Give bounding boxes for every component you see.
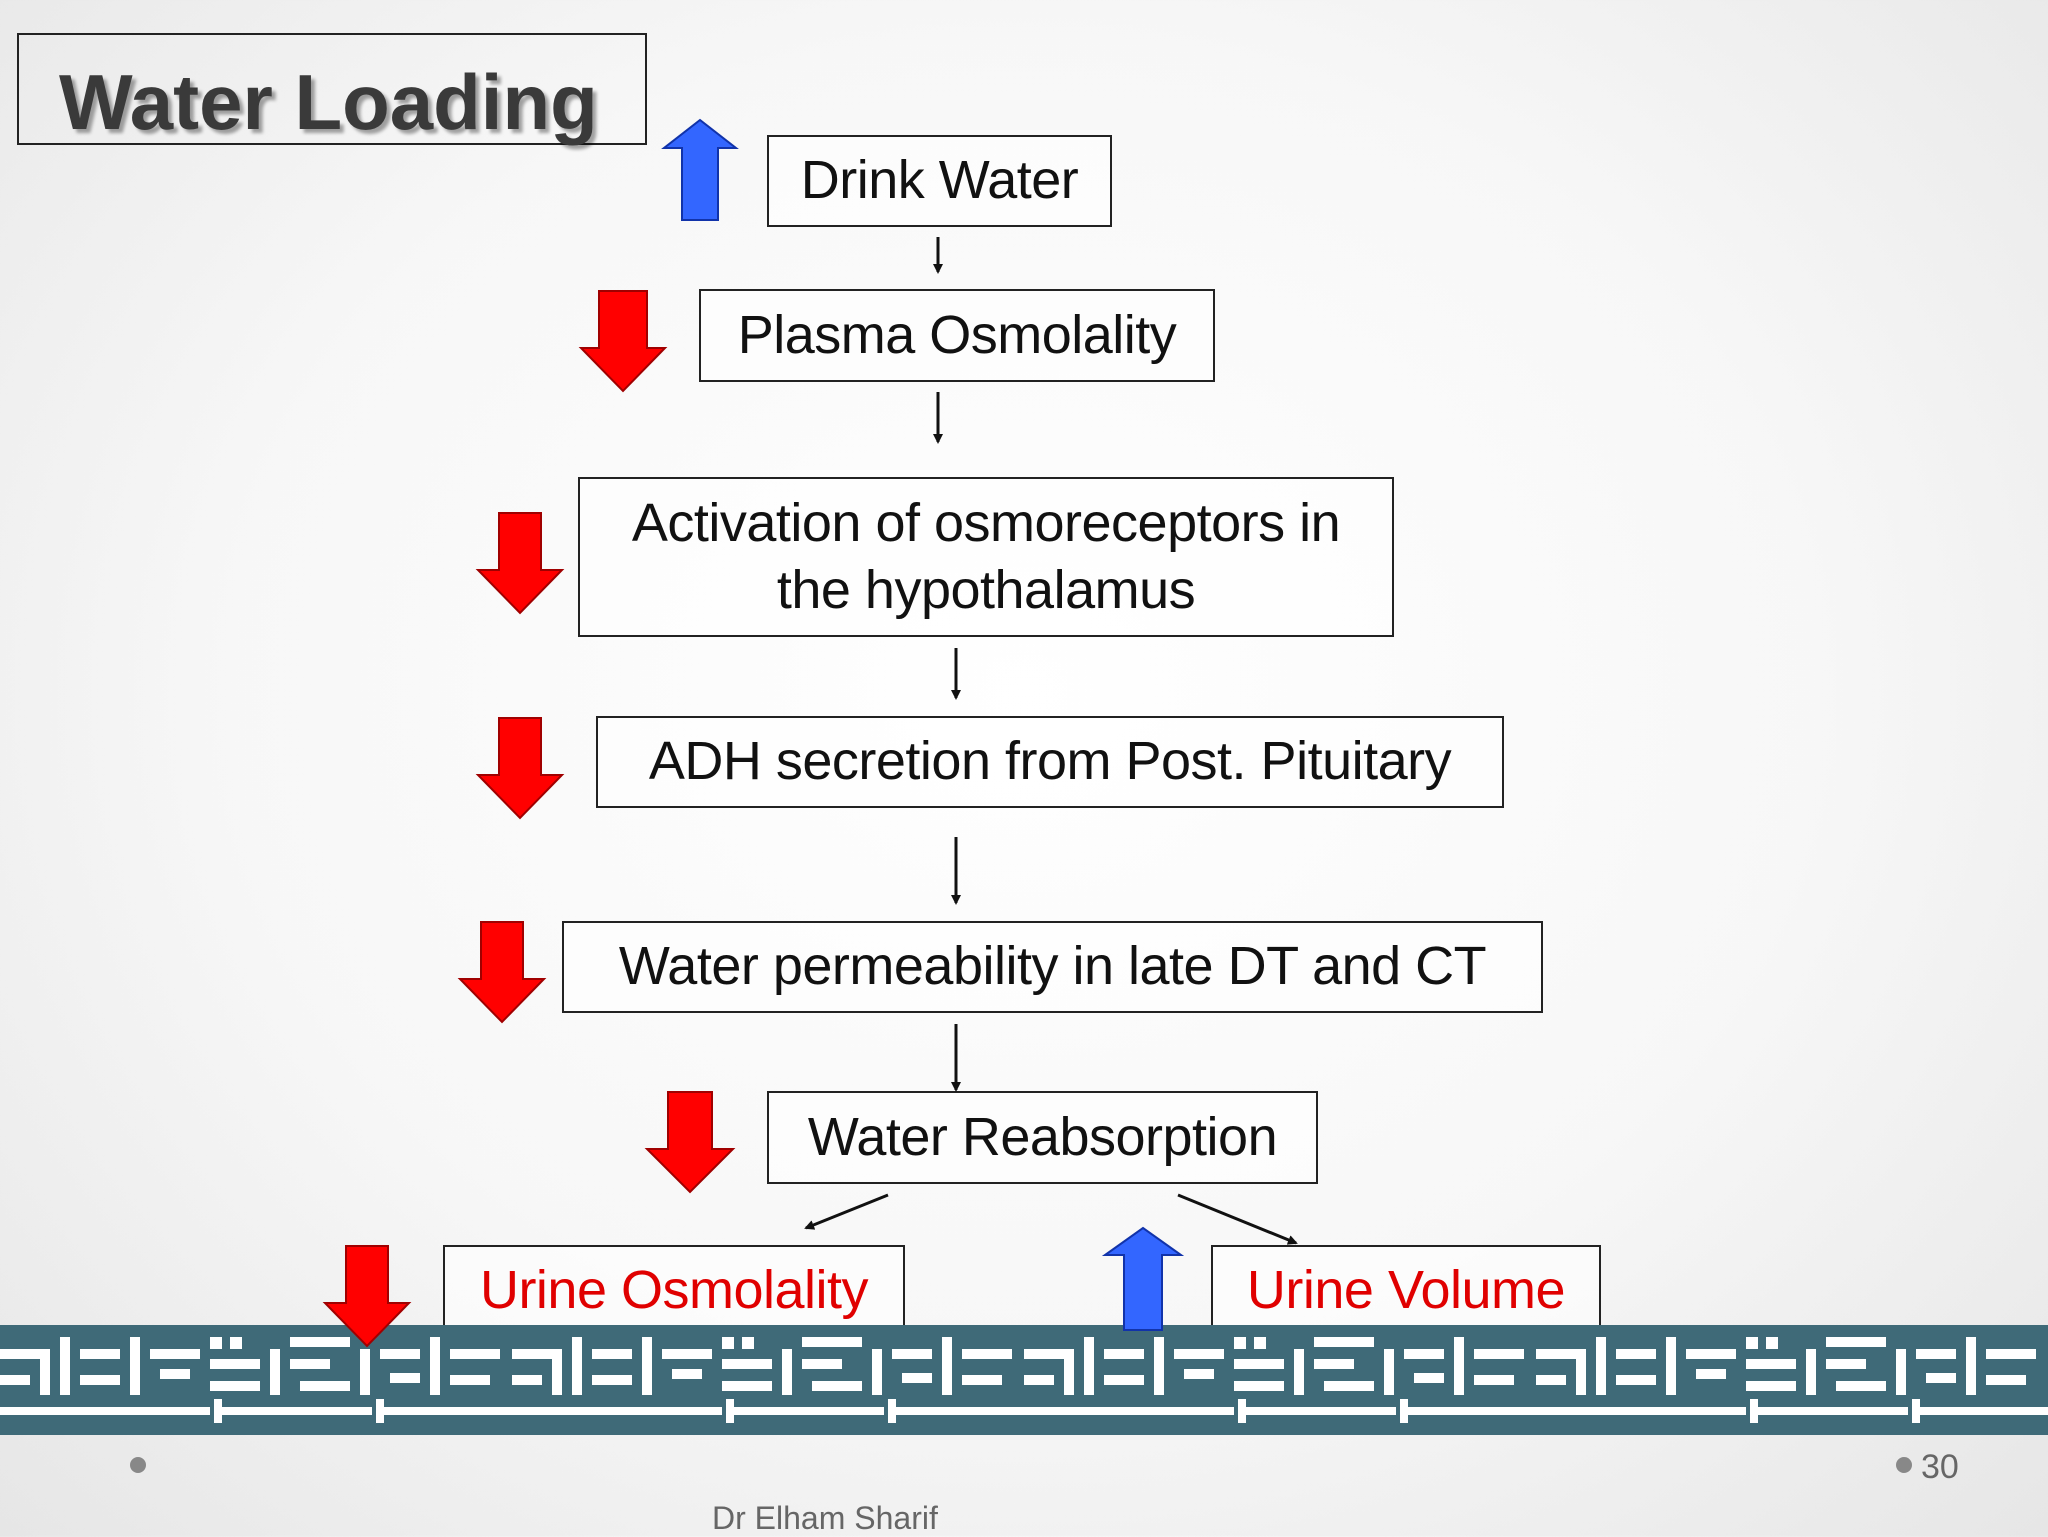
node-water-permeability-label: Water permeability in late DT and CT	[618, 936, 1487, 997]
node-adh-secretion: ADH secretion from Post. Pituitary	[596, 716, 1504, 808]
node-water-reabsorption: Water Reabsorption	[767, 1091, 1318, 1184]
decrease-arrow-icon	[644, 1091, 736, 1194]
decorative-pattern-band	[0, 1325, 2048, 1435]
footer-bullet-left	[130, 1457, 146, 1473]
title-box: Water Loading	[17, 33, 647, 146]
node-drink-water: Drink Water	[767, 135, 1112, 227]
node-urine-osmolality-label: Urine Osmolality	[479, 1260, 869, 1321]
decrease-arrow-icon	[457, 921, 547, 1024]
decrease-arrow-icon	[578, 290, 668, 393]
connector-arrow-6	[804, 1193, 889, 1230]
node-urine-osmolality: Urine Osmolality	[443, 1245, 905, 1337]
node-drink-water-label: Drink Water	[800, 150, 1079, 211]
increase-arrow-icon	[1101, 1226, 1185, 1331]
node-water-reabsorption-label: Water Reabsorption	[807, 1106, 1278, 1167]
decrease-arrow-icon	[475, 717, 565, 820]
node-adh-secretion-label: ADH secretion from Post. Pituitary	[648, 731, 1452, 792]
node-plasma-osmolality: Plasma Osmolality	[699, 289, 1215, 382]
node-osmoreceptors: Activation of osmoreceptors in the hypot…	[578, 477, 1394, 637]
node-urine-volume: Urine Volume	[1211, 1245, 1601, 1337]
increase-arrow-icon	[661, 118, 739, 221]
node-water-permeability: Water permeability in late DT and CT	[562, 921, 1543, 1013]
node-urine-volume-label: Urine Volume	[1246, 1260, 1566, 1321]
node-osmoreceptors-line1: Activation of osmoreceptors in	[631, 492, 1341, 553]
node-osmoreceptors-line2: the hypothalamus	[776, 560, 1196, 620]
footer-bullet-right	[1896, 1457, 1912, 1473]
slide-title: Water Loading	[59, 58, 598, 146]
connector-arrow-7	[1177, 1193, 1298, 1245]
footer-author: Dr Elham Sharif	[712, 1500, 938, 1536]
decrease-arrow-icon	[475, 512, 565, 615]
page-number: 30	[1921, 1448, 1959, 1486]
decrease-arrow-icon	[322, 1245, 412, 1348]
node-plasma-osmolality-label: Plasma Osmolality	[737, 304, 1177, 365]
